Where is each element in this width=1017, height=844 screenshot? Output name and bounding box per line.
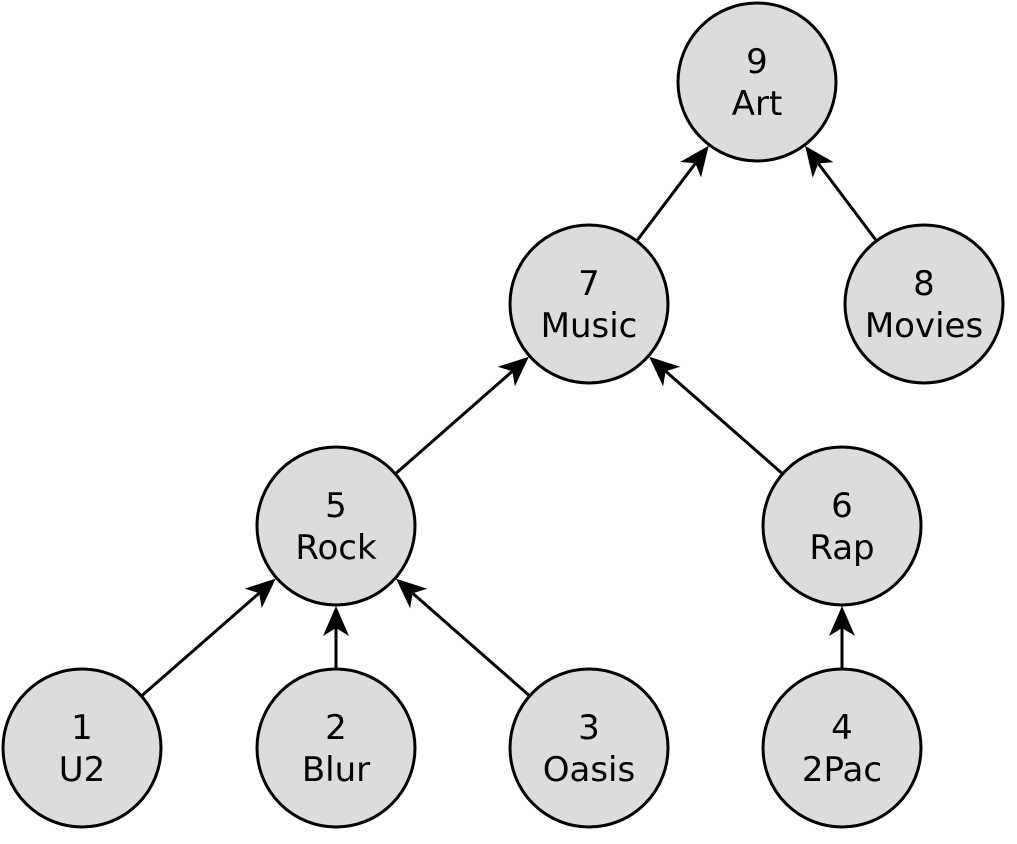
node-id: 1 (71, 708, 93, 748)
node-label: Art (732, 84, 783, 124)
node-circle (761, 445, 923, 607)
node-circle (761, 667, 923, 829)
edge-line (140, 591, 261, 698)
edges-layer (140, 145, 878, 698)
edge-2-to-5 (323, 606, 349, 669)
node-circle (508, 223, 670, 385)
edge-line (664, 370, 784, 476)
edge-line (411, 592, 531, 698)
edge-8-to-9 (805, 145, 878, 242)
edge-line (817, 162, 878, 242)
arrowhead-icon (805, 145, 834, 178)
node-id: 9 (746, 42, 768, 82)
node-circle (255, 667, 417, 829)
node-label: Movies (865, 306, 983, 346)
arrowhead-icon (649, 356, 681, 387)
node-id: 6 (831, 486, 853, 526)
node-label: 2Pac (802, 750, 882, 790)
node-circle (1, 667, 163, 829)
node-label: Blur (302, 750, 370, 790)
node-id: 3 (578, 708, 600, 748)
node-label: Music (541, 306, 638, 346)
node-label: Rap (809, 528, 874, 568)
node-label: U2 (59, 750, 106, 790)
node-id: 7 (578, 264, 600, 304)
edge-1-to-5 (140, 578, 276, 698)
edge-5-to-7 (394, 356, 529, 476)
node-circle (843, 223, 1005, 385)
edge-line (635, 162, 697, 242)
node-circle (676, 1, 838, 163)
edge-7-to-9 (635, 145, 709, 242)
edge-6-to-7 (649, 356, 784, 476)
node-label: Oasis (543, 750, 635, 790)
node-label: Rock (295, 528, 377, 568)
edge-4-to-6 (829, 606, 855, 669)
arrowhead-icon (323, 606, 349, 636)
node-id: 5 (325, 486, 347, 526)
arrowhead-icon (680, 145, 709, 178)
node-id: 2 (325, 708, 347, 748)
edge-3-to-5 (396, 578, 531, 698)
arrowhead-icon (497, 356, 529, 387)
node-id: 4 (831, 708, 853, 748)
arrowhead-icon (396, 578, 428, 609)
node-u2: 1U2 (1, 667, 163, 829)
edge-line (394, 370, 514, 476)
arrowhead-icon (244, 578, 276, 609)
node-circle (255, 445, 417, 607)
arrowhead-icon (829, 606, 855, 636)
node-id: 8 (913, 264, 935, 304)
node-circle (508, 667, 670, 829)
